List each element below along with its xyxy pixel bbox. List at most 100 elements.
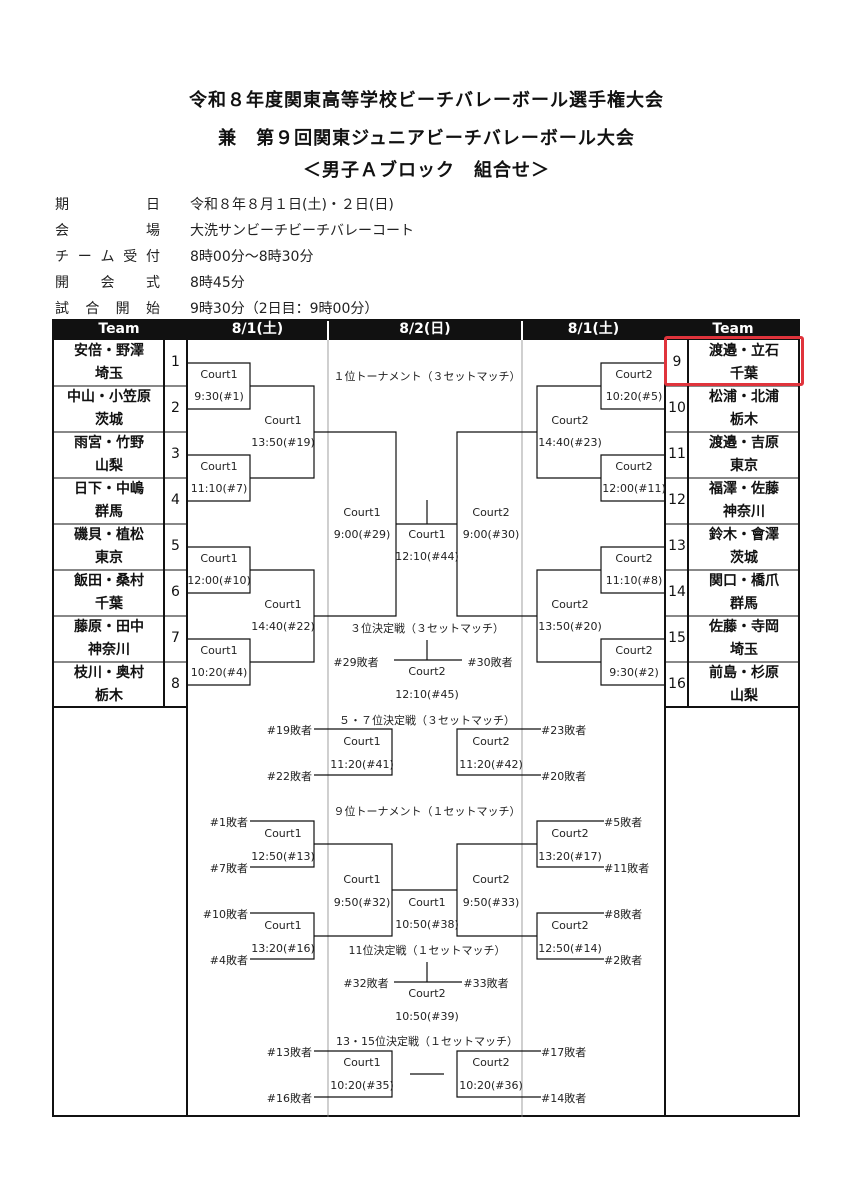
info-value: 大洗サンビーチビーチバレーコート	[190, 223, 414, 239]
bracket-label: 9:00(#30)	[462, 528, 520, 541]
header-team-left: Team	[52, 319, 186, 340]
bracket-label: Court1	[408, 896, 446, 909]
bracket-label: #16敗者	[266, 1092, 312, 1105]
team-prefecture: 栃木	[95, 688, 123, 704]
info-label-char: チ	[55, 249, 69, 265]
bracket-label: #29敗者	[333, 656, 379, 669]
team-names: 前島・杉原	[709, 665, 779, 681]
bracket-label: Court2	[615, 552, 653, 565]
bracket-label: Court2	[615, 460, 653, 473]
bracket-label: 13:50(#19)	[251, 436, 315, 449]
bracket-label: #10敗者	[202, 908, 248, 921]
bracket-label: Court2	[472, 873, 510, 886]
team-seed: 14	[668, 584, 686, 600]
team-prefecture: 埼玉	[95, 366, 123, 382]
info-label-char: 期	[55, 197, 69, 213]
bracket-label: #8敗者	[604, 908, 643, 921]
bracket-label: 13:20(#17)	[538, 850, 602, 863]
team-names: 関口・橋爪	[709, 573, 779, 589]
header-day1-left: 8/1(土)	[188, 319, 327, 340]
bracket-label: #7敗者	[209, 862, 248, 875]
bracket-label: 13:50(#20)	[538, 620, 602, 633]
team-names: 福澤・佐藤	[709, 481, 779, 497]
info-label: 開会式	[55, 272, 160, 292]
team-seed: 10	[668, 400, 686, 416]
bracket-label: #17敗者	[541, 1046, 587, 1059]
info-label-char: ム	[100, 249, 115, 265]
team-names: 藤原・田中	[74, 619, 144, 635]
team-seed: 7	[171, 630, 180, 646]
bracket-label: 9:30(#1)	[194, 390, 244, 403]
team-prefecture: 東京	[730, 458, 758, 474]
header-day1-right: 8/1(土)	[523, 319, 664, 340]
info-value: 9時30分（2日目：9時00分）	[190, 301, 379, 317]
title-line-1: 令和８年度関東高等学校ビーチバレーボール選手権大会	[189, 90, 664, 111]
bracket-label: Court1	[264, 827, 302, 840]
team-prefecture: 群馬	[95, 504, 123, 520]
bracket-label: #4敗者	[209, 954, 248, 967]
bracket-label: 11:10(#8)	[605, 574, 663, 587]
team-seed: 9	[672, 354, 682, 370]
info-label-char: 日	[146, 197, 160, 213]
bracket-label: Court2	[551, 414, 589, 427]
bracket-label: 12:50(#13)	[251, 850, 315, 863]
bracket-label: #11敗者	[604, 862, 650, 875]
bracket-label: ９位トーナメント（１セットマッチ）	[333, 805, 521, 818]
bracket-label: #5敗者	[604, 816, 643, 829]
team-seed: 5	[171, 538, 180, 554]
bracket-label: 13・15位決定戦（１セットマッチ）	[336, 1035, 518, 1048]
team-prefecture: 茨城	[95, 412, 123, 428]
bracket-label: #22敗者	[266, 770, 312, 783]
bracket-label: Court1	[200, 644, 238, 657]
header-team-right: Team	[666, 319, 800, 340]
team-names: 渡邉・吉原	[709, 435, 779, 451]
bracket-label: １位トーナメント（３セットマッチ）	[333, 370, 521, 383]
bracket-label: Court1	[200, 368, 238, 381]
team-names: 枝川・奥村	[74, 665, 144, 681]
bracket-label: 10:50(#38)	[395, 918, 459, 931]
team-prefecture: 千葉	[730, 366, 758, 382]
header-day2: 8/2(日)	[329, 319, 521, 340]
bracket-label: #23敗者	[541, 724, 587, 737]
info-label-char: 付	[146, 249, 160, 265]
bracket-label: Court2	[408, 665, 446, 678]
team-prefecture: 神奈川	[723, 504, 765, 520]
bracket-label: 11位決定戦（１セットマッチ）	[348, 944, 506, 957]
bracket-label: Court1	[264, 414, 302, 427]
info-label-char: 場	[146, 223, 160, 239]
info-label-char: 開	[115, 301, 130, 317]
team-prefecture: 栃木	[730, 412, 758, 428]
info-label: チーム受付	[55, 246, 160, 266]
team-seed: 13	[668, 538, 686, 554]
bracket-label: 12:10(#44)	[395, 550, 459, 563]
info-label-char: 始	[145, 301, 160, 317]
team-seed: 8	[171, 676, 180, 692]
team-row-lines	[52, 385, 800, 663]
team-prefecture: 埼玉	[730, 642, 758, 658]
info-label-char: 試	[55, 301, 69, 317]
team-seed: 11	[668, 446, 686, 462]
title-line-2: 兼 第９回関東ジュニアビーチバレーボール大会	[218, 128, 635, 149]
info-value: 8時45分	[190, 275, 245, 291]
bracket-label: Court2	[615, 368, 653, 381]
info-label-char: 合	[85, 301, 100, 317]
bracket-label: 10:20(#5)	[605, 390, 663, 403]
team-names: 雨宮・竹野	[74, 435, 144, 451]
team-seed: 12	[668, 492, 686, 508]
bracket-label: 9:50(#33)	[462, 896, 520, 909]
team-names: 日下・中嶋	[74, 481, 144, 497]
bracket-label: 10:20(#36)	[459, 1079, 523, 1092]
team-names: 佐藤・寺岡	[709, 619, 779, 635]
bracket-label: Court2	[408, 987, 446, 1000]
info-label-char: 開	[55, 275, 69, 291]
team-prefecture: 千葉	[95, 596, 123, 612]
bracket-label: 12:10(#45)	[395, 688, 459, 701]
bracket-label: #14敗者	[541, 1092, 587, 1105]
team-names: 磯貝・植松	[74, 527, 144, 543]
bracket-label: Court2	[615, 644, 653, 657]
info-label: 期日	[55, 194, 160, 214]
team-seed: 6	[171, 584, 180, 600]
bracket-label: #33敗者	[463, 977, 509, 990]
bracket-label: 9:30(#2)	[609, 666, 659, 679]
